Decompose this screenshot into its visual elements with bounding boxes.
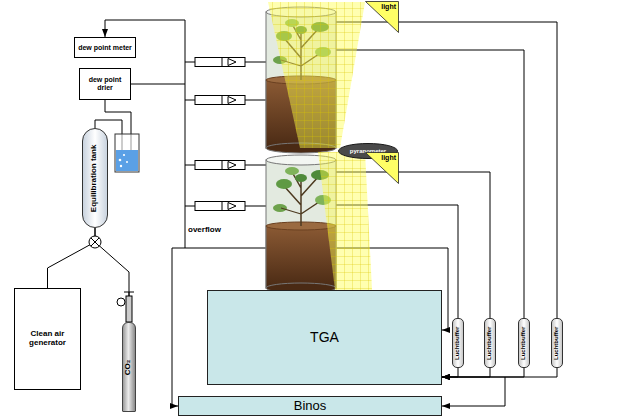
pressure-regulator (117, 292, 134, 322)
light-triangle (366, 153, 399, 184)
flow-meter (222, 202, 236, 211)
instrument-box: dew point drier (79, 68, 131, 100)
light-source: light (365, 1, 399, 33)
node-label: Equilibration tank (91, 144, 100, 212)
pressure-regulator (117, 298, 125, 306)
valve-symbol (89, 236, 101, 248)
plant-chamber (276, 179, 292, 189)
pressure-regulator (126, 296, 132, 322)
humidifier-bottle (116, 150, 138, 171)
analyzer-box: TGA (207, 290, 442, 385)
gas-tube (48, 228, 96, 288)
node-label: Clean air generator (17, 330, 78, 348)
gas-cylinder: CO₂ (122, 322, 136, 412)
humidifier-bottle (115, 134, 139, 172)
gas-tube (442, 368, 490, 377)
analyzer-box: Binos (178, 396, 442, 416)
plant-chamber (285, 167, 299, 175)
node-label: Binos (294, 399, 327, 413)
gas-tube (442, 368, 524, 377)
node-label: CO₂ (125, 359, 134, 375)
light-source: light (365, 152, 399, 184)
plant-chamber (295, 174, 307, 182)
buffer-vessel: Luchtbuffer (518, 318, 530, 368)
buffer-vessel: Luchtbuffer (452, 318, 464, 368)
plant-chamber (281, 208, 301, 214)
humidifier-bottle (126, 161, 128, 163)
plant-chamber (266, 226, 336, 288)
gas-tube (442, 368, 458, 377)
gas-line (442, 377, 505, 406)
node-label: Luchtbuffer (455, 326, 462, 359)
generator-box: Clean air generator (14, 288, 81, 390)
buffer-vessel: Luchtbuffer (484, 318, 496, 368)
light-plane (318, 152, 372, 290)
humidifier-bottle (123, 154, 125, 156)
light-triangle (366, 2, 399, 33)
pressure-regulator (124, 292, 134, 296)
gas-line (130, 84, 185, 85)
flow-meter (195, 96, 245, 105)
valve-symbol (89, 236, 101, 248)
gas-line (172, 248, 185, 406)
node-label: Luchtbuffer (521, 326, 528, 359)
equilibration-tank: Equilibration tank (82, 128, 108, 228)
node-label: dew point meter (78, 44, 132, 52)
instrument-box: dew point meter (74, 37, 136, 58)
plant-chamber (273, 204, 287, 212)
node-label: light (381, 3, 396, 11)
flow-meter (222, 58, 236, 67)
flow-meter (222, 161, 236, 170)
humidifier-bottle (119, 159, 122, 162)
node-label: Luchtbuffer (554, 326, 561, 359)
flow-meter (222, 96, 236, 105)
flow-label: overflow (188, 226, 221, 235)
flow-meter (195, 58, 245, 211)
buffer-vessel: Luchtbuffer (551, 318, 563, 368)
light-plane (318, 152, 372, 290)
light-plane (268, 2, 365, 148)
flow-meter (195, 58, 245, 67)
gas-tube (442, 368, 557, 377)
humidifier-bottle (120, 165, 122, 167)
node-label: TGA (310, 330, 339, 345)
flow-meter (195, 202, 245, 211)
humidifier-bottle (115, 134, 139, 172)
node-label: light (381, 154, 396, 162)
node-label: dew point drier (82, 76, 128, 91)
valve-symbol (91, 238, 99, 246)
light-plane (268, 2, 365, 148)
node-label: Luchtbuffer (487, 326, 494, 359)
flow-meter (195, 161, 245, 170)
